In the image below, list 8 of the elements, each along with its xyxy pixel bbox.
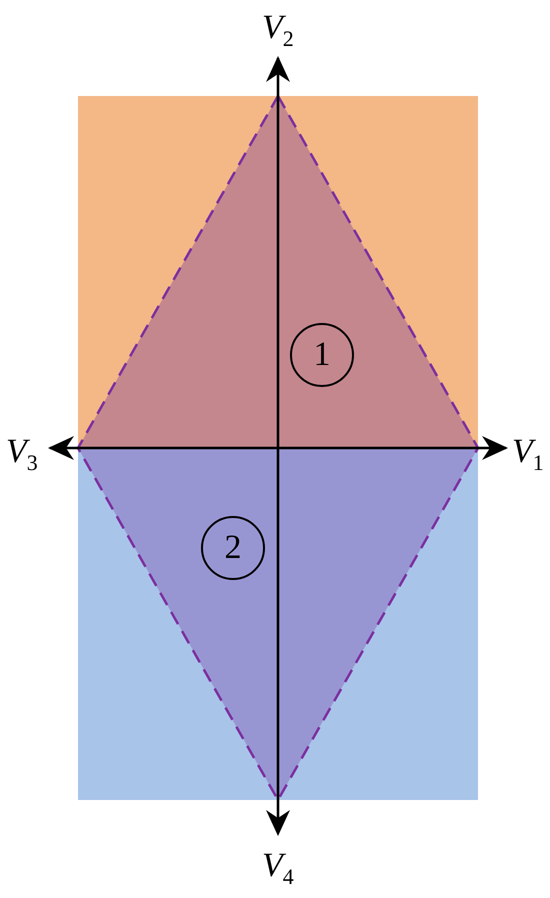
region-number-circle (290, 323, 354, 387)
region-number: 1 (314, 335, 330, 375)
axis-label: V$_{4}$ (262, 846, 294, 891)
region-number: 2 (224, 528, 242, 568)
axis-label: V$_{2}$ (262, 8, 294, 53)
region-number-circle (201, 516, 265, 580)
axis-label: V$_{3}$ (6, 432, 38, 477)
axis-label: V$_{1}$ (512, 432, 544, 477)
